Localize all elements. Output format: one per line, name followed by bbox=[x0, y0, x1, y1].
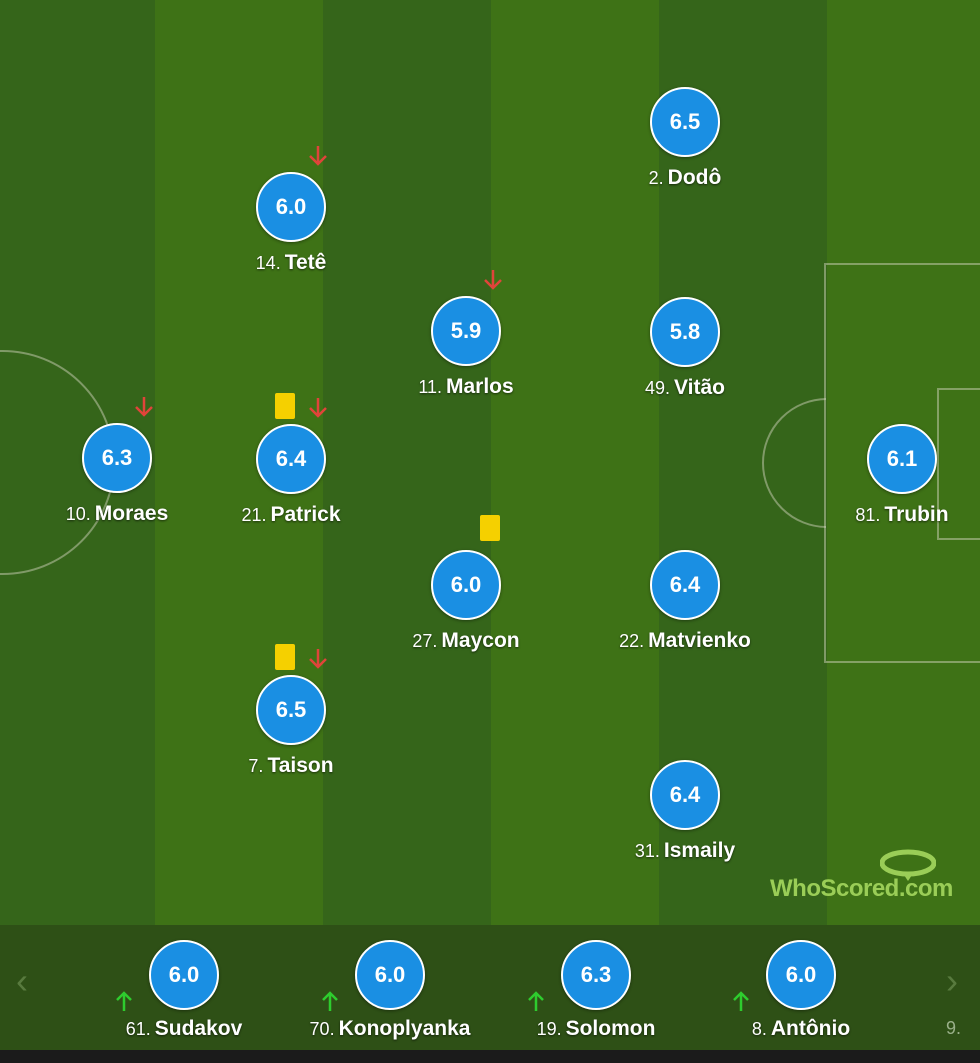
sub-off-icon bbox=[309, 398, 327, 418]
shirt-number: 27. bbox=[412, 631, 438, 651]
yellow-card-icon bbox=[480, 515, 500, 541]
shirt-number: 81. bbox=[855, 505, 881, 525]
shirt-number: 21. bbox=[241, 505, 267, 525]
player-name: 14.Tetê bbox=[171, 251, 411, 275]
yellow-card-icon bbox=[275, 644, 295, 670]
player-name: 7.Taison bbox=[171, 754, 411, 778]
shirt-number: 22. bbox=[619, 631, 645, 651]
sub-on-icon bbox=[116, 991, 132, 1011]
sub-on-icon bbox=[528, 991, 544, 1011]
rating-badge: 6.4 bbox=[256, 424, 326, 494]
player-label: Ismaily bbox=[663, 839, 736, 862]
rating-badge: 6.5 bbox=[650, 87, 720, 157]
player-label: Dodô bbox=[667, 166, 722, 189]
six-yard-box bbox=[937, 388, 980, 540]
pitch-stripe bbox=[491, 0, 659, 925]
player-label: Marlos bbox=[446, 375, 514, 398]
player-label: Matvienko bbox=[648, 629, 751, 652]
player-label: Trubin bbox=[884, 503, 949, 526]
pitch-stripe bbox=[323, 0, 491, 925]
shirt-number: 8. bbox=[751, 1019, 767, 1039]
player-name: 19.Solomon bbox=[476, 1017, 716, 1041]
rating-badge: 5.9 bbox=[431, 296, 501, 366]
player-name: 81.Trubin bbox=[782, 503, 980, 527]
player-name: 70.Konoplyanka bbox=[270, 1017, 510, 1041]
shirt-number: 7. bbox=[248, 756, 264, 776]
player-name: 11.Marlos bbox=[346, 375, 586, 399]
yellow-card-icon bbox=[275, 393, 295, 419]
player-name: 27.Maycon bbox=[346, 629, 586, 653]
shirt-number: 14. bbox=[255, 253, 281, 273]
rating-badge: 6.3 bbox=[561, 940, 631, 1010]
player-name: 8.Antônio bbox=[681, 1017, 921, 1041]
shirt-number: 2. bbox=[648, 168, 664, 188]
player-name: 2.Dodô bbox=[565, 166, 805, 190]
shirt-number: 11. bbox=[418, 377, 442, 397]
sub-on-icon bbox=[322, 991, 338, 1011]
shirt-number: 31. bbox=[634, 841, 660, 861]
player-name: 61.Sudakov bbox=[64, 1017, 304, 1041]
substitutes-strip: ‹ › 6.0 61.Sudakov 6.0 70.Konoplyanka 6.… bbox=[0, 925, 980, 1050]
rating-badge: 6.0 bbox=[766, 940, 836, 1010]
player-name: 22.Matvienko bbox=[565, 629, 805, 653]
player-label: Solomon bbox=[565, 1017, 656, 1040]
player-label: Sudakov bbox=[154, 1017, 243, 1040]
rating-badge: 6.3 bbox=[82, 423, 152, 493]
shirt-number: 10. bbox=[65, 504, 91, 524]
brand-logo-text: WhoScored.com bbox=[770, 875, 953, 902]
rating-badge: 6.1 bbox=[867, 424, 937, 494]
shirt-number: 19. bbox=[536, 1019, 562, 1039]
rating-badge: 6.0 bbox=[431, 550, 501, 620]
chevron-left-icon[interactable]: ‹ bbox=[16, 960, 28, 1001]
player-label: Konoplyanka bbox=[338, 1017, 471, 1040]
pitch: 6.5 2.Dodô 6.0 14.Tetê 5.9 11.Marlos 5.8… bbox=[0, 0, 980, 925]
sub-off-icon bbox=[309, 146, 327, 166]
rating-badge: 6.4 bbox=[650, 550, 720, 620]
shirt-number: 49. bbox=[645, 378, 671, 398]
player-name: 31.Ismaily bbox=[565, 839, 805, 863]
player-label: Vitão bbox=[674, 376, 725, 399]
rating-badge: 6.0 bbox=[149, 940, 219, 1010]
player-name: 49.Vitão bbox=[565, 376, 805, 400]
rating-badge: 6.0 bbox=[256, 172, 326, 242]
player-label: Taison bbox=[267, 754, 334, 777]
sub-off-icon bbox=[309, 649, 327, 669]
sub-off-icon bbox=[135, 397, 153, 417]
player-label: Moraes bbox=[94, 502, 169, 525]
chevron-right-icon[interactable]: › bbox=[946, 960, 958, 1001]
bottom-border bbox=[0, 1050, 980, 1063]
next-substitute-peek: 9. bbox=[946, 1018, 962, 1038]
rating-badge: 6.4 bbox=[650, 760, 720, 830]
shirt-number: 61. bbox=[125, 1019, 151, 1039]
sub-off-icon bbox=[484, 270, 502, 290]
rating-badge: 5.8 bbox=[650, 297, 720, 367]
whoscored-logo-icon bbox=[880, 849, 936, 881]
player-label: Patrick bbox=[270, 503, 341, 526]
player-label: Maycon bbox=[441, 629, 520, 652]
rating-badge: 6.0 bbox=[355, 940, 425, 1010]
player-label: Tetê bbox=[284, 251, 327, 274]
player-name: 21.Patrick bbox=[171, 503, 411, 527]
shirt-number: 70. bbox=[309, 1019, 335, 1039]
sub-on-icon bbox=[733, 991, 749, 1011]
player-label: Antônio bbox=[770, 1017, 851, 1040]
rating-badge: 6.5 bbox=[256, 675, 326, 745]
player-name: 10.Moraes bbox=[0, 502, 237, 526]
